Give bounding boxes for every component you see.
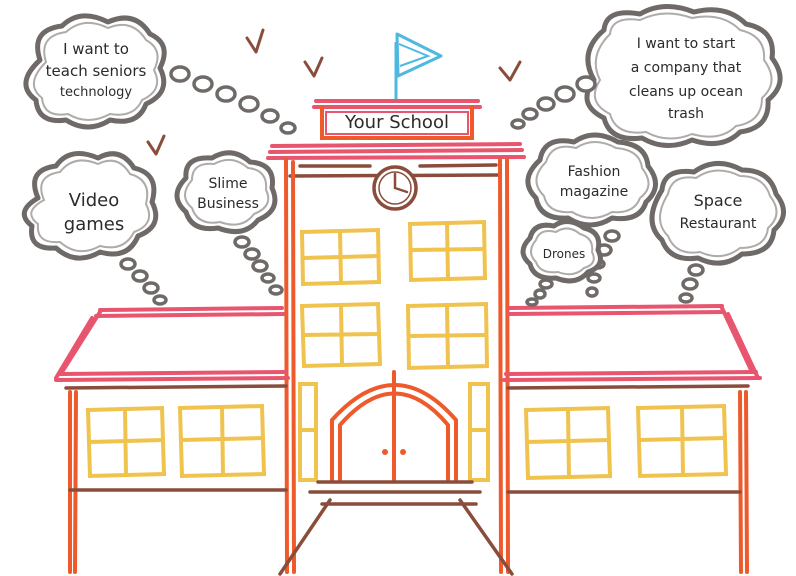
thought-line: I want to start — [637, 36, 736, 52]
left-wing — [54, 306, 290, 574]
thought-cloud-seniors — [23, 13, 297, 135]
thought-line: Restaurant — [680, 216, 757, 232]
thought-cloud-ocean — [510, 4, 783, 148]
tower-windows — [298, 219, 490, 482]
thought-cloud-video-games — [21, 151, 168, 306]
thought-cloud-slime — [174, 150, 284, 296]
thought-line: trash — [668, 106, 704, 122]
thought-text-drones: Drones — [543, 247, 586, 261]
school-sign — [312, 99, 482, 140]
thought-line: magazine — [560, 184, 628, 200]
flag-icon — [394, 32, 443, 100]
thought-text-seniors: I want to teach seniors technology — [46, 40, 147, 100]
thought-line: Business — [197, 196, 259, 212]
thought-text-fashion: Fashion magazine — [560, 164, 628, 200]
thought-text-video-games: Video games — [64, 190, 124, 235]
thought-line: Video — [69, 190, 119, 211]
thought-text-slime: Slime Business — [197, 176, 259, 212]
front-door — [278, 370, 514, 576]
thought-line: Slime — [209, 176, 248, 192]
school-sign-text: Your School — [344, 112, 449, 133]
thought-line: I want to — [63, 40, 129, 58]
thought-line: Drones — [543, 247, 586, 261]
thought-line: a company that — [631, 60, 742, 76]
thought-line: Fashion — [568, 164, 621, 180]
thought-line: cleans up ocean — [629, 84, 743, 100]
thought-cloud-space — [649, 161, 786, 304]
thought-cloud-drones — [520, 219, 603, 307]
thought-text-space: Space Restaurant — [680, 191, 757, 232]
thought-line: Space — [694, 191, 743, 210]
thought-text-ocean: I want to start a company that cleans up… — [629, 36, 743, 122]
school-building — [54, 32, 762, 576]
thought-line: games — [64, 214, 124, 235]
thought-line: technology — [60, 85, 132, 100]
right-wing — [502, 304, 762, 574]
bird-checkmarks — [146, 28, 522, 156]
clock-icon — [372, 165, 418, 211]
thought-line: teach seniors — [46, 62, 147, 80]
